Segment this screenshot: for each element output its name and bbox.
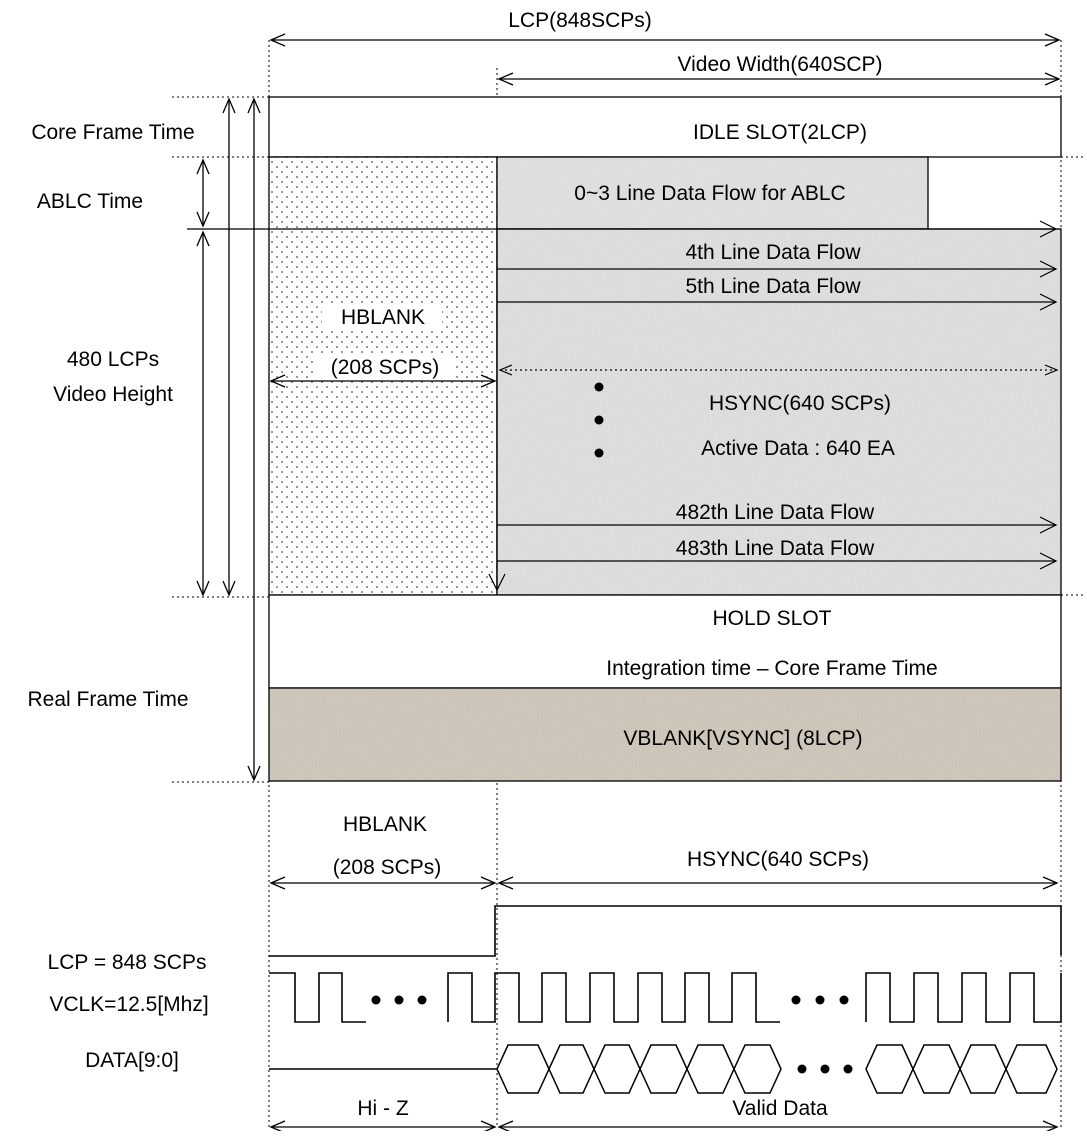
hold-slot-block	[268, 594, 1062, 689]
hblank-inner-arrow	[269, 374, 497, 388]
integration-label: Integration time – Core Frame Time	[606, 657, 937, 680]
hblank-timing-label-1: HBLANK	[343, 813, 427, 836]
line482-label: 482th Line Data Flow	[676, 501, 875, 524]
lcp-label: LCP(848SCPs)	[508, 9, 652, 32]
hsync-inner-arrow	[498, 364, 1059, 376]
vclk-waveform	[269, 972, 1062, 1023]
lcp-signal-label: LCP = 848 SCPs	[48, 951, 207, 974]
idle-slot-block	[268, 96, 1062, 158]
data-ellipsis	[797, 1064, 853, 1074]
data-signal-label: DATA[9:0]	[85, 1049, 179, 1072]
lcp-width-arrow	[269, 33, 1061, 47]
video-height-label-1: 480 LCPs	[67, 348, 159, 371]
hsync-timing-label: HSYNC(640 SCPs)	[687, 848, 869, 871]
idle-slot-label: IDLE SLOT(2LCP)	[693, 121, 867, 144]
video-width-arrow	[497, 72, 1061, 86]
data-valid-cells	[496, 1044, 1058, 1094]
hblank-timing-label-2: (208 SCPs)	[333, 856, 442, 879]
timing-dimension-arrows	[269, 876, 1059, 890]
valid-data-label: Valid Data	[732, 1097, 828, 1120]
line483-label: 483th Line Data Flow	[676, 537, 875, 560]
vertical-ellipsis	[594, 382, 604, 458]
hblank-inner-label-2: (208 SCPs)	[331, 356, 440, 379]
line-flow-arrows	[187, 220, 1058, 592]
active-data-label: Active Data : 640 EA	[701, 437, 895, 460]
video-width-label: Video Width(640SCP)	[677, 53, 882, 76]
line4-label: 4th Line Data Flow	[685, 241, 861, 264]
hiz-label: Hi - Z	[357, 1097, 408, 1120]
ablc-flow-label: 0~3 Line Data Flow for ABLC	[574, 182, 845, 205]
hblank-inner-label-1: HBLANK	[341, 306, 425, 329]
hsync-inner-label: HSYNC(640 SCPs)	[709, 392, 891, 415]
left-vertical-arrows	[196, 97, 261, 782]
vblank-label: VBLANK[VSYNC] (8LCP)	[623, 727, 862, 750]
vclk-ellipsis	[371, 995, 849, 1005]
line5-label: 5th Line Data Flow	[685, 275, 861, 298]
hold-slot-label: HOLD SLOT	[712, 607, 831, 630]
bottom-dimension-arrows	[269, 1120, 1059, 1134]
ablc-time-label: ABLC Time	[37, 190, 143, 213]
real-frame-time-label: Real Frame Time	[27, 688, 188, 711]
vclk-signal-label: VCLK=12.5[Mhz]	[49, 993, 208, 1016]
core-frame-time-label: Core Frame Time	[31, 121, 194, 144]
video-height-label-2: Video Height	[53, 383, 173, 406]
lcp-waveform	[269, 905, 1062, 957]
